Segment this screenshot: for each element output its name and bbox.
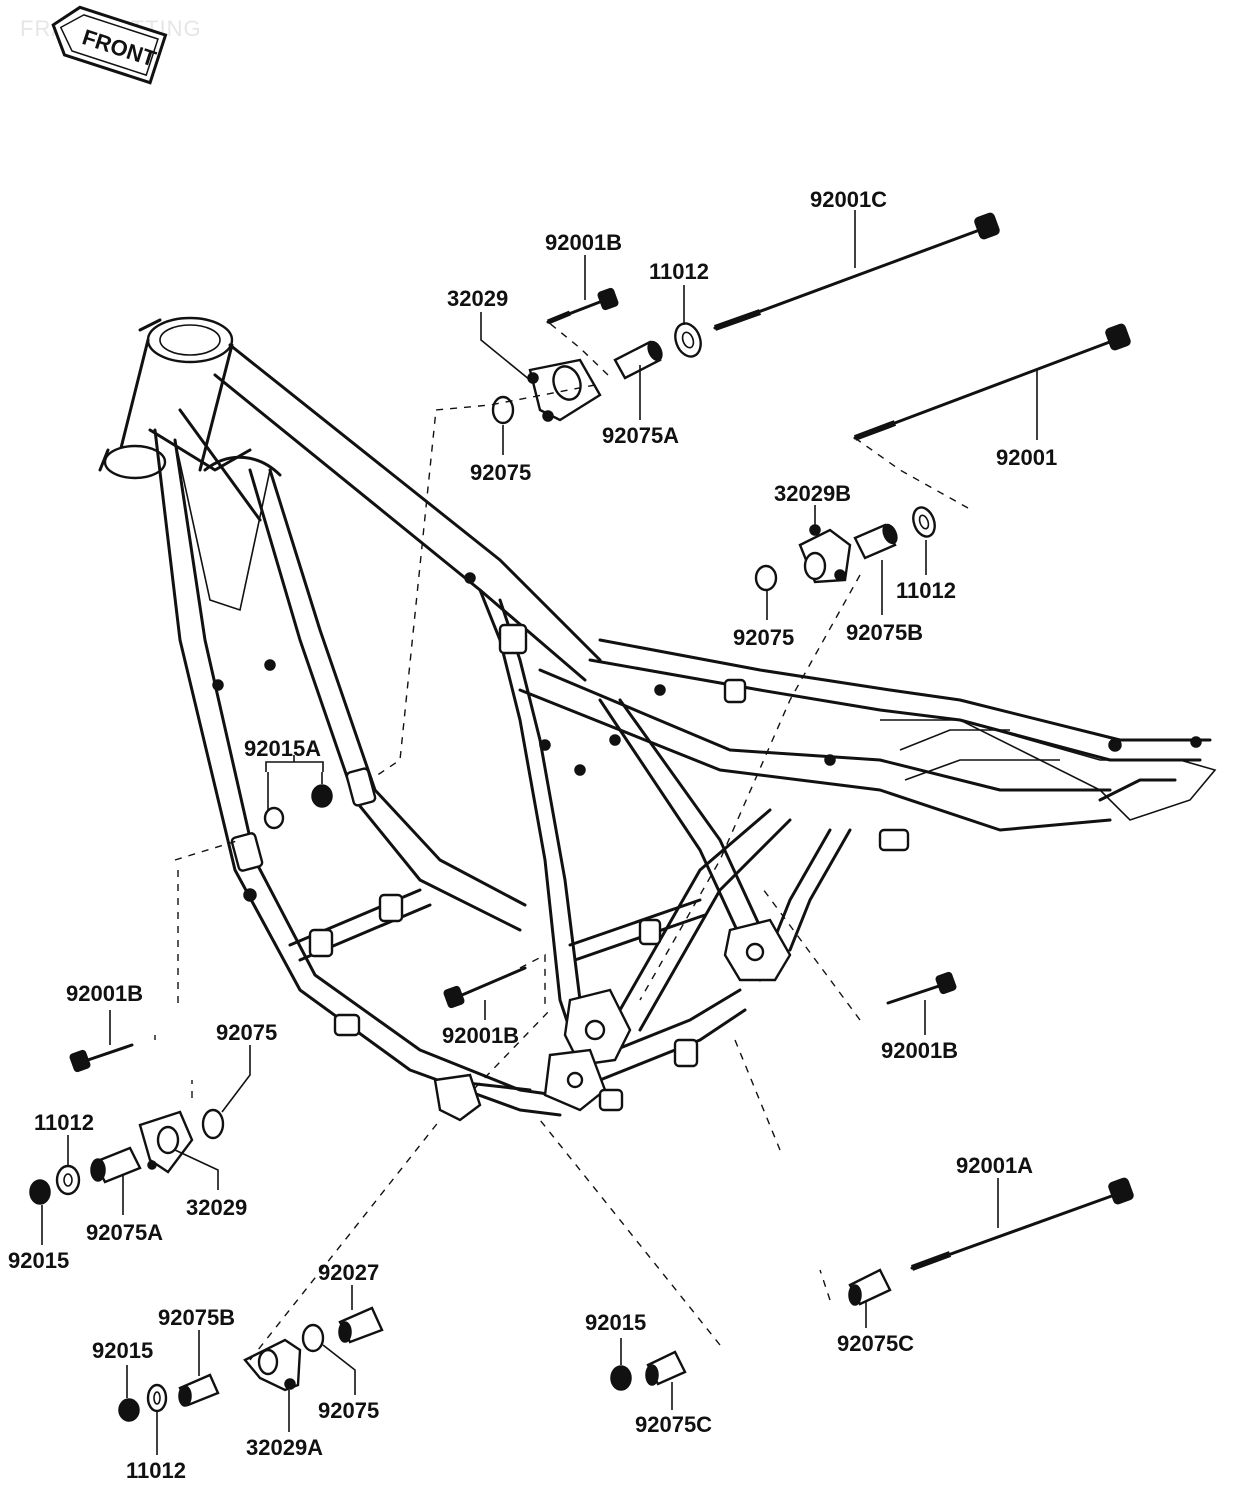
- label-92001c: 92001C: [810, 187, 887, 212]
- label-92075-bottom: 92075: [318, 1398, 379, 1423]
- label-92001b-lower-left: 92001B: [66, 981, 143, 1006]
- steering-head-bottom: [103, 444, 167, 480]
- label-92075-lower-left: 92075: [216, 1020, 277, 1045]
- collar-92075c-right: [848, 1268, 892, 1306]
- label-92001: 92001: [996, 445, 1057, 470]
- bracket-32029b: [798, 524, 852, 584]
- label-92015a: 92015A: [244, 736, 321, 761]
- label-92075c-right: 92075C: [837, 1331, 914, 1356]
- label-92015-bottom-center: 92015: [585, 1310, 646, 1335]
- damper-92075-bottom: [301, 1323, 325, 1353]
- collar-92075a-lower: [90, 1146, 142, 1184]
- label-92075b-right: 92075B: [846, 620, 923, 645]
- label-11012-right: 11012: [896, 578, 956, 603]
- label-92075a-lower: 92075A: [86, 1220, 163, 1245]
- label-32029b: 32029B: [774, 481, 851, 506]
- nut-92015-bottom-center: [610, 1365, 632, 1391]
- damper-92075-right: [754, 564, 778, 592]
- collar-92075c-center: [645, 1350, 687, 1386]
- bracket-32029-top: [527, 358, 602, 422]
- motorcycle-frame: [98, 316, 1217, 1122]
- nut-92015a-left: [263, 806, 285, 830]
- damper-92075-lower-left: [201, 1108, 225, 1140]
- label-11012-top: 11012: [649, 259, 709, 284]
- leader-lines: [41, 210, 1038, 1455]
- label-92015-bottom-left: 92015: [92, 1338, 153, 1363]
- nut-92015a-right: [311, 784, 333, 808]
- front-arrow-marker: FRONT: [51, 5, 168, 85]
- washer-11012-lower-left: [55, 1164, 81, 1196]
- washer-11012-top: [674, 322, 702, 358]
- label-92075c-center: 92075C: [635, 1412, 712, 1437]
- bolt-92001c: [713, 212, 1000, 331]
- washer-11012-bottom: [146, 1383, 168, 1413]
- label-92001b-center: 92001B: [442, 1023, 519, 1048]
- label-92001b-right: 92001B: [881, 1038, 958, 1063]
- label-11012-lower-left: 11012: [34, 1110, 94, 1135]
- label-92075b-bottom: 92075B: [158, 1305, 235, 1330]
- label-92001a: 92001A: [956, 1153, 1033, 1178]
- label-92075a-top: 92075A: [602, 423, 679, 448]
- bolt-92001: [853, 323, 1131, 441]
- label-11012-bottom: 11012: [126, 1458, 186, 1483]
- bracket-32029a: [243, 1338, 302, 1392]
- collar-92075b-right: [853, 523, 898, 560]
- bolt-92001b-lower-left: [69, 1043, 134, 1073]
- label-32029a: 32029A: [246, 1435, 323, 1460]
- collar-92027: [338, 1306, 384, 1344]
- label-92075-top: 92075: [470, 460, 531, 485]
- nut-92015-lower-left: [29, 1179, 51, 1205]
- label-92001b-top: 92001B: [545, 230, 622, 255]
- bolt-92001b-center: [443, 966, 527, 1009]
- bolt-92001b-right: [886, 971, 957, 1005]
- collar-92075a-top: [613, 340, 663, 380]
- washer-11012-right: [912, 506, 936, 538]
- label-92027: 92027: [318, 1260, 379, 1285]
- collar-92075b-bottom: [178, 1373, 220, 1407]
- assembly-dash-lines: [154, 321, 969, 1361]
- bracket-32029-lower: [138, 1110, 194, 1174]
- bolt-92001a: [910, 1177, 1134, 1271]
- label-92075-right: 92075: [733, 625, 794, 650]
- bolt-92001b-top: [546, 287, 619, 325]
- label-92015-lower-left: 92015: [8, 1248, 69, 1273]
- nut-92015-bottom-left: [118, 1398, 140, 1422]
- label-32029-lower: 32029: [186, 1195, 247, 1220]
- label-32029-top: 32029: [447, 286, 508, 311]
- part-labels: 92001C 92001B 11012 32029 92075A 92075 9…: [8, 187, 1057, 1483]
